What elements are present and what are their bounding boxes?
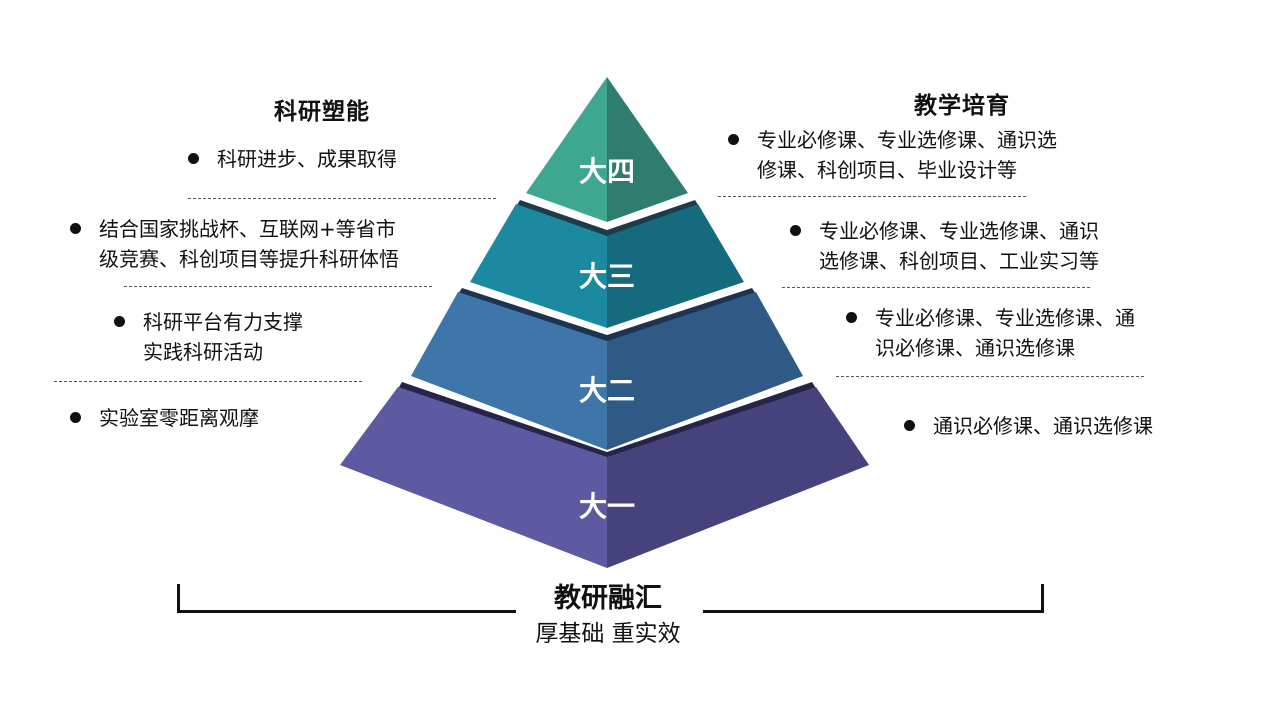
pyramid-level-1-right-face [607,387,869,568]
bullet-icon [728,134,739,145]
left-item-3: 科研平台有力支撑 实践科研活动 [114,307,303,367]
pyramid-level-2-label: 大二 [579,374,635,407]
left-heading: 科研塑能 [274,99,370,125]
pyramid-level-4-right-face [607,77,688,222]
right-separator-2 [782,287,1090,288]
bottom-subtitle: 厚基础 重实效 [535,621,681,647]
pyramid-level-4: 大四 [526,77,688,222]
right-item-2-line-2: 选修课、科创项目、工业实习等 [819,249,1099,273]
pyramid-level-2: 大二 [411,288,803,450]
bullet-icon [70,223,81,234]
left-item-2: 结合国家挑战杯、互联网+等省市 级竞赛、科创项目等提升科研体悟 [70,214,399,274]
right-heading: 教学培育 [914,93,1010,119]
left-item-1: 科研进步、成果取得 [188,144,397,174]
right-item-4-line-1: 通识必修课、通识选修课 [933,414,1153,438]
pyramid-level-2-right-face [607,292,803,450]
bullet-icon [904,420,915,431]
left-item-4: 实验室零距离观摩 [70,403,259,433]
bottom-bracket-right [703,584,1044,613]
pyramid-level-3-label: 大三 [579,260,635,293]
left-item-4-line-1: 实验室零距离观摩 [99,406,259,430]
right-item-3: 专业必修课、专业选修课、通 识必修课、通识选修课 [846,303,1135,363]
right-item-3-line-1: 专业必修课、专业选修课、通 [875,306,1135,330]
left-item-3-line-1: 科研平台有力支撑 [143,310,303,334]
bullet-icon [70,412,81,423]
left-separator-1 [188,198,496,199]
right-item-2: 专业必修课、专业选修课、通识 选修课、科创项目、工业实习等 [790,216,1099,276]
pyramid-level-2-left-face [411,292,607,450]
pyramid-level-3-right-face [607,204,744,328]
left-item-2-line-2: 级竞赛、科创项目等提升科研体悟 [99,247,399,271]
left-item-1-line-1: 科研进步、成果取得 [217,147,397,171]
pyramid-level-1-label: 大一 [579,490,635,523]
pyramid-level-3: 大三 [470,200,744,328]
bottom-bracket-left [177,584,516,613]
right-item-1-line-1: 专业必修课、专业选修课、通识选 [757,128,1057,152]
pyramid-level-3-left-face [470,204,607,328]
pyramid-level-4-label: 大四 [579,155,635,188]
bottom-title: 教研融汇 [554,583,662,614]
right-item-4: 通识必修课、通识选修课 [904,411,1153,441]
left-item-2-line-1: 结合国家挑战杯、互联网+等省市 [99,217,396,241]
right-item-3-line-2: 识必修课、通识选修课 [875,336,1075,360]
left-item-3-line-2: 实践科研活动 [143,340,263,364]
right-item-1: 专业必修课、专业选修课、通识选 修课、科创项目、毕业设计等 [728,125,1057,185]
bullet-icon [790,225,801,236]
bullet-icon [114,316,125,327]
bullet-icon [188,153,199,164]
left-separator-2 [124,286,432,287]
bullet-icon [846,312,857,323]
pyramid-level-4-left-face [526,77,607,222]
right-separator-1 [718,196,1026,197]
pyramid-level-1: 大一 [340,382,869,568]
left-separator-3 [54,381,362,382]
right-item-2-line-1: 专业必修课、专业选修课、通识 [819,219,1099,243]
pyramid-level-1-left-face [340,387,607,568]
right-separator-3 [836,376,1144,377]
right-item-1-line-2: 修课、科创项目、毕业设计等 [757,158,1017,182]
